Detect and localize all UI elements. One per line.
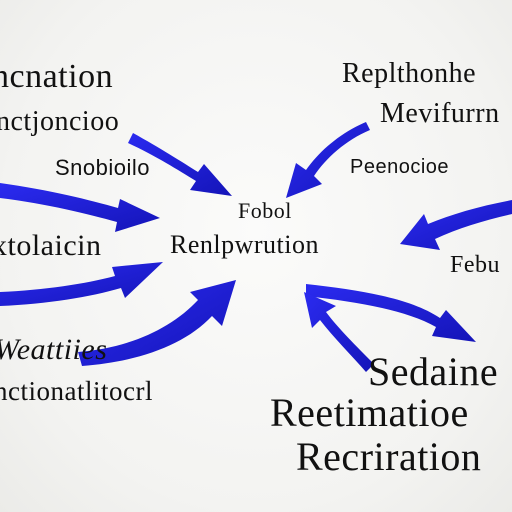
label-right-3: Peenocioe bbox=[350, 156, 450, 178]
label-center-main: Renlpwrution bbox=[170, 230, 319, 259]
label-bottom-right-1: Sedaine bbox=[368, 349, 499, 394]
label-left-5: Weattiies bbox=[0, 333, 108, 366]
label-left-6: nctionatlitocrl bbox=[0, 376, 153, 406]
arrow-center-to-bottom-right bbox=[306, 284, 476, 342]
label-right-4: Febu bbox=[450, 252, 500, 278]
arrow-bottom-right-to-center bbox=[304, 292, 374, 372]
label-bottom-right-3: Recriration bbox=[296, 434, 482, 479]
arrow-upper-left bbox=[128, 133, 232, 196]
label-right-2: Mevifurrn bbox=[380, 98, 500, 129]
label-top-left: ncnation bbox=[0, 58, 114, 95]
label-left-2: nctjoncioo bbox=[0, 106, 120, 137]
arrow-bottom-left bbox=[78, 280, 236, 366]
label-top-right: Replthonhe bbox=[342, 58, 477, 89]
label-left-3: Snobioilo bbox=[55, 155, 151, 180]
arrow-left-upper bbox=[0, 183, 160, 232]
arrow-top-right bbox=[286, 122, 370, 198]
arrow-left-lower bbox=[0, 262, 163, 306]
label-center-small: Fobol bbox=[238, 198, 292, 223]
label-bottom-right-2: Reetimatioe bbox=[270, 390, 469, 435]
label-left-4: xtolaicin bbox=[0, 229, 102, 262]
arrow-right bbox=[400, 200, 512, 250]
